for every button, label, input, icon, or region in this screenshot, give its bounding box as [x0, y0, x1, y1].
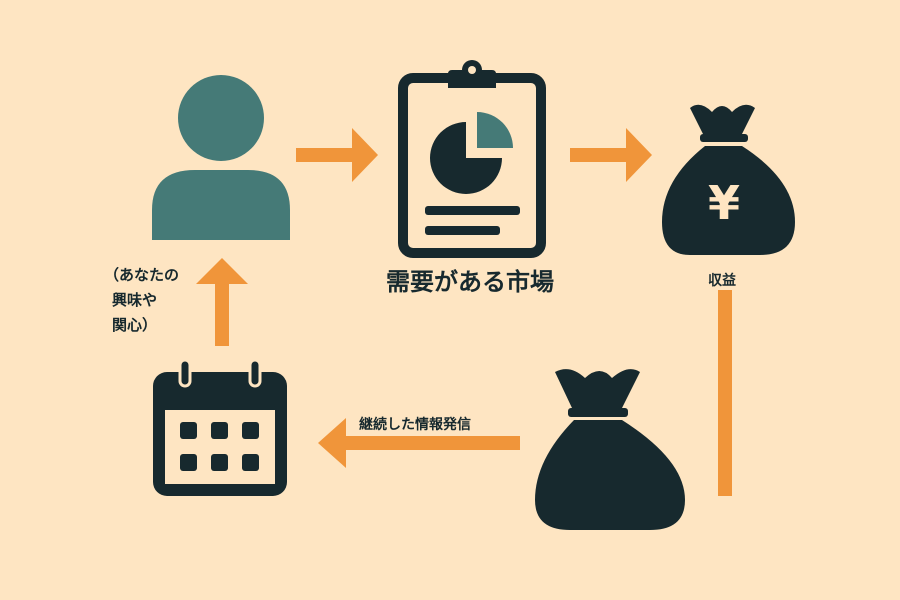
interest-label-line1: （あなたの: [104, 266, 180, 284]
pie-chart-slice-accent: [477, 112, 513, 148]
connector-vertical: [718, 290, 732, 496]
interest-label-line3: 関心）: [112, 316, 158, 334]
money-bag-yen-icon: [662, 104, 795, 255]
arrow-up: [196, 258, 248, 346]
interest-label-line2: 興味や: [112, 291, 158, 309]
arrow-right-2: [570, 128, 652, 182]
money-bag-icon: [535, 369, 685, 530]
calendar-icon: [153, 358, 287, 496]
continuous-info-label: 継続した情報発信: [359, 417, 471, 433]
arrow-left: [318, 418, 520, 468]
revenue-label: 収益: [708, 273, 736, 289]
person-icon: [152, 75, 290, 240]
clipboard-chart-icon: [398, 60, 546, 258]
pie-chart-slice-main: [430, 122, 502, 194]
yen-symbol: ¥: [707, 176, 740, 230]
arrow-right-1: [296, 128, 378, 182]
market-label: 需要がある市場: [386, 268, 554, 296]
